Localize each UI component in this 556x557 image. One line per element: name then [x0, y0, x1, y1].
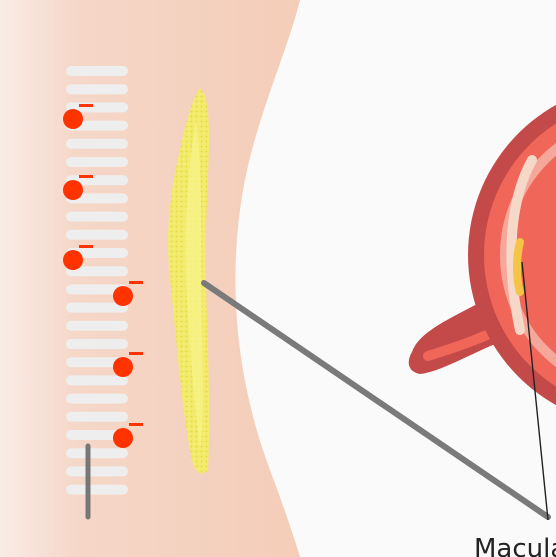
membrane-layer [66, 212, 128, 222]
membrane-layer [66, 339, 128, 349]
membrane-layer [66, 394, 128, 404]
membrane-layer [66, 375, 128, 385]
membrane-layer [66, 84, 128, 94]
membrane-layer [66, 466, 128, 476]
membrane-layer [66, 485, 128, 495]
membrane-layer [66, 321, 128, 331]
membrane-layer [66, 157, 128, 167]
membrane-layer [66, 66, 128, 76]
membrane-layer [66, 139, 128, 149]
membrane-layer [66, 412, 128, 422]
membrane-layer [66, 230, 128, 240]
membrane-layer [66, 448, 128, 458]
macula-highlight [517, 242, 520, 292]
macula-label: Macula [474, 534, 556, 557]
